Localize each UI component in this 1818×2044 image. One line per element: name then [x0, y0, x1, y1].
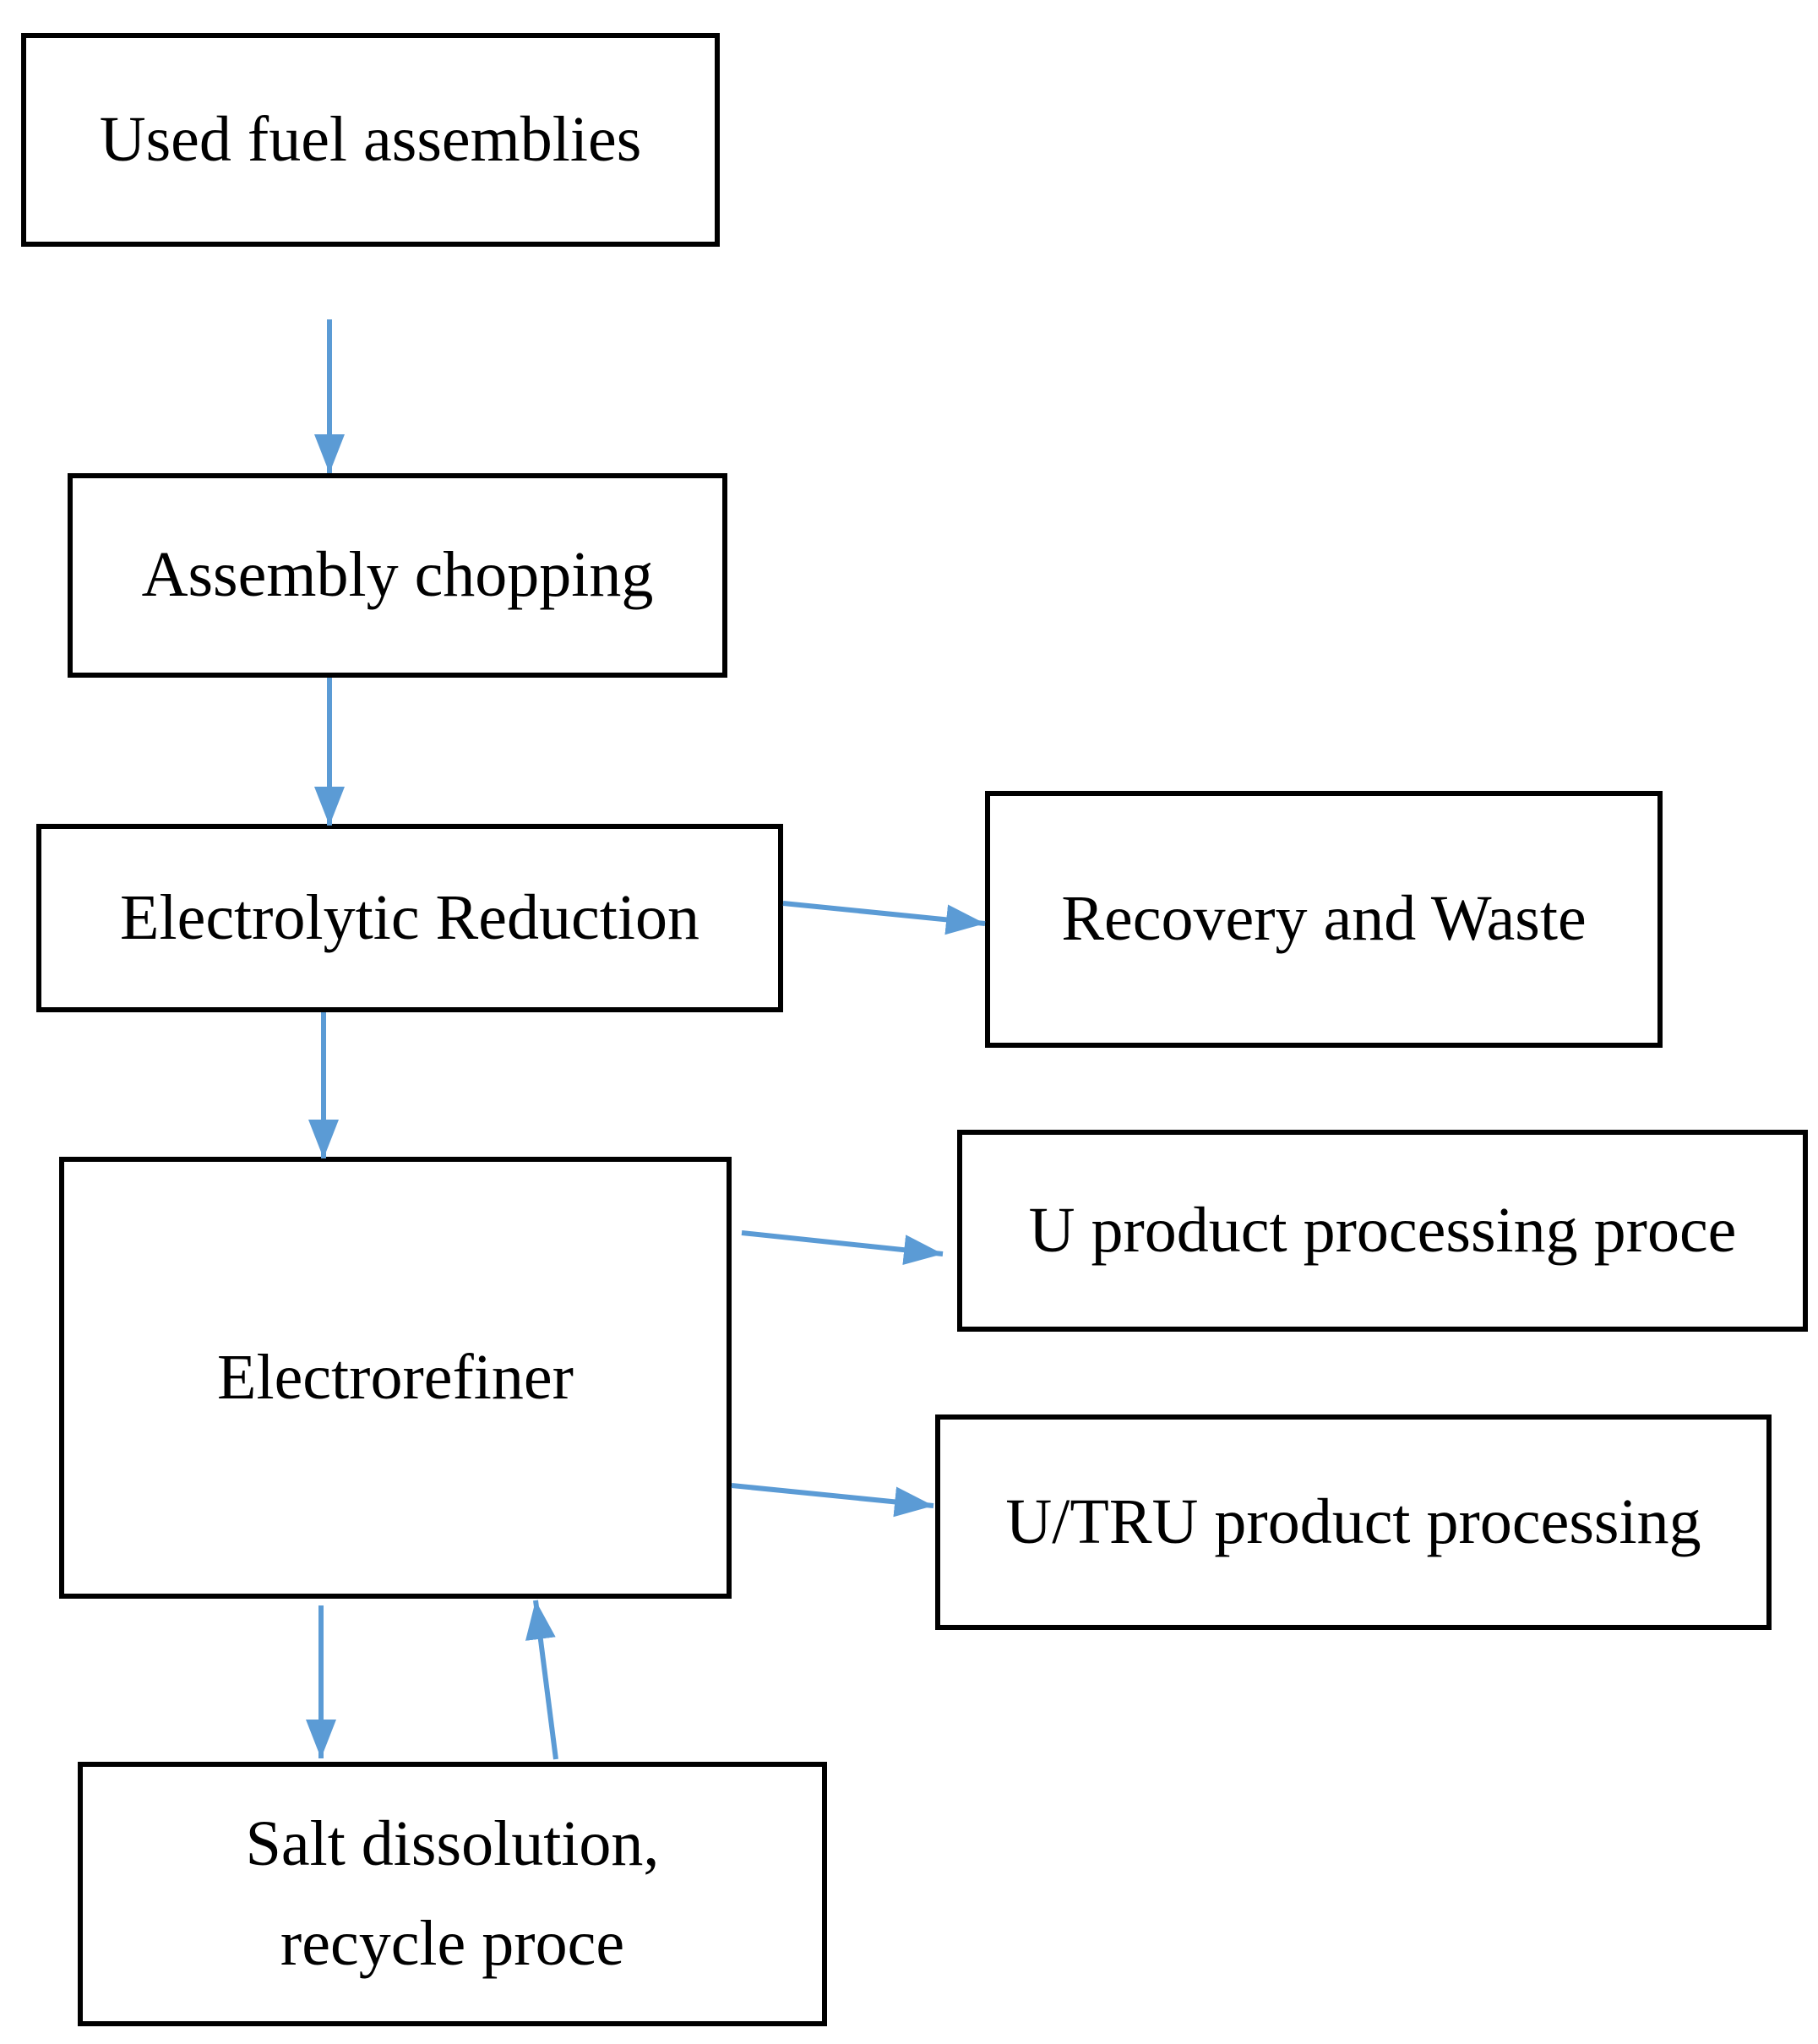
box-assembly-chopping: Assembly chopping: [68, 473, 727, 678]
box-utru-product-processing: U/TRU product processing: [935, 1414, 1772, 1630]
arrow-reduction-to-recovery: [782, 901, 986, 935]
arrow-salt-to-electrorefiner: [525, 1600, 558, 1760]
box-assembly-chopping-label: Assembly chopping: [141, 539, 654, 611]
arrow-electrorefiner-to-utru-product: [731, 1483, 934, 1518]
box-electrolytic-reduction-label: Electrolytic Reduction: [120, 881, 699, 953]
box-salt-dissolution-text: Salt dissolution, recycle proce: [246, 1795, 660, 1994]
arrow-electrorefiner-to-u-product: [741, 1230, 944, 1266]
box-utru-product-processing-label: U/TRU product processing: [1005, 1485, 1701, 1557]
box-salt-dissolution: Salt dissolution, recycle proce: [78, 1762, 827, 2026]
box-salt-dissolution-label-line2: recycle proce: [280, 1907, 625, 1979]
box-u-product-processing: U product processing proce: [957, 1130, 1808, 1332]
box-electrolytic-reduction: Electrolytic Reduction: [36, 824, 783, 1012]
box-recovery-and-waste-label: Recovery and Waste: [1061, 883, 1587, 955]
box-u-product-processing-label: U product processing proce: [1028, 1194, 1737, 1266]
box-recovery-and-waste: Recovery and Waste: [985, 791, 1663, 1048]
box-salt-dissolution-label-line1: Salt dissolution,: [245, 1807, 660, 1879]
box-used-fuel-assemblies: Used fuel assemblies: [21, 33, 720, 247]
box-used-fuel-assemblies-label: Used fuel assemblies: [99, 103, 642, 175]
box-electrorefiner-label: Electrorefiner: [217, 1341, 574, 1413]
box-electrorefiner: Electrorefiner: [59, 1157, 732, 1599]
